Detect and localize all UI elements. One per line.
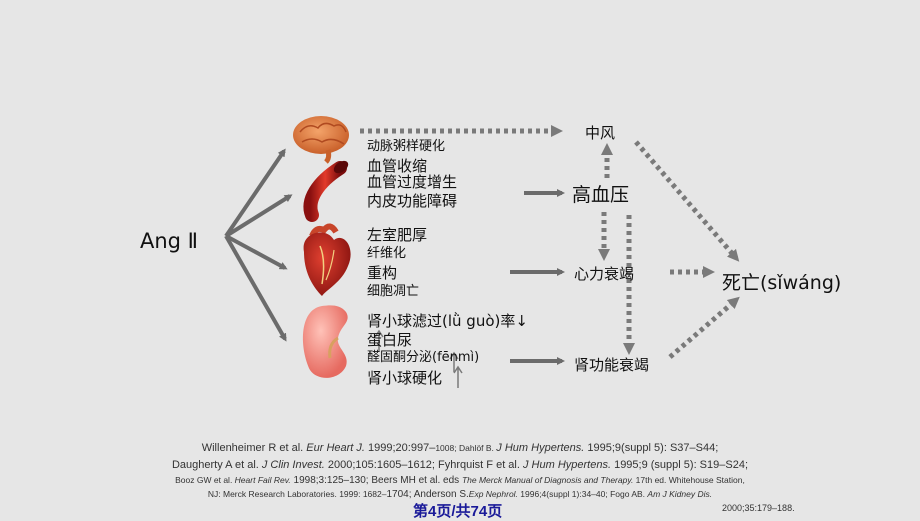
label-atherosclerosis: 动脉粥样硬化 bbox=[367, 139, 446, 154]
arrow-stroke-to-death bbox=[634, 140, 740, 262]
node-death: 死亡(sǐwáng) bbox=[722, 272, 842, 294]
up-arrow-glomerulosclerosis bbox=[453, 365, 463, 388]
blood-vessel-icon bbox=[303, 160, 349, 222]
solid-arrows bbox=[510, 189, 565, 365]
page-number: 第4页/共74页 bbox=[413, 503, 503, 520]
label-vascular-hyperplasia: 血管过度增生 bbox=[367, 173, 458, 191]
node-hypertension: 高血压 bbox=[572, 184, 630, 206]
arrow-to-kidney bbox=[224, 235, 287, 342]
label-apoptosis: 细胞凋亡 bbox=[367, 284, 420, 299]
arrow-to-vessel bbox=[224, 194, 293, 238]
node-renal-failure: 肾功能衰竭 bbox=[574, 356, 650, 374]
label-aldosterone: 醛固酮分泌(fēnmì) bbox=[367, 350, 480, 365]
label-fibrosis: 纤维化 bbox=[367, 246, 407, 261]
reference-line-3: Booz GW et al. Heart Fail Rev. 1998;3:12… bbox=[175, 475, 745, 486]
label-remodeling: 重构 bbox=[367, 264, 398, 282]
node-stroke: 中风 bbox=[585, 124, 616, 142]
label-vasoconstriction: 血管收缩 bbox=[367, 157, 428, 175]
label-lvh: 左室肥厚 bbox=[367, 226, 428, 244]
up-arrows bbox=[374, 329, 463, 388]
ang-ii-label: Ang Ⅱ bbox=[140, 229, 199, 253]
heart-icon bbox=[303, 223, 351, 296]
label-gfr: 肾小球滤过(lǜ guò)率↓ bbox=[367, 312, 528, 330]
arrow-to-brain bbox=[224, 148, 286, 238]
label-glomerulosclerosis: 肾小球硬化 bbox=[367, 369, 443, 387]
dotted-arrows bbox=[360, 125, 740, 359]
node-heart-failure: 心力衰竭 bbox=[574, 265, 635, 283]
up-arrow-proteinuria bbox=[374, 329, 384, 352]
reference-line-4: NJ: Merck Research Laboratories. 1999: 1… bbox=[207, 489, 713, 500]
brain-icon bbox=[293, 116, 349, 164]
label-proteinuria: 蛋白尿 bbox=[367, 331, 413, 349]
arrow-renal-failure-to-death bbox=[668, 296, 740, 359]
label-endothelial-dysfunction: 内皮功能障碍 bbox=[367, 192, 458, 210]
kidney-icon bbox=[302, 305, 348, 378]
reference-line-1: Willenheimer R et al. Eur Heart J. 1999;… bbox=[201, 442, 719, 454]
fan-arrows bbox=[224, 148, 293, 342]
down-arrow-icon: ↓ bbox=[515, 312, 528, 330]
reference-line-5: 2000;35:179–188. bbox=[722, 503, 795, 513]
reference-line-2: Daugherty A et al. J Clin Invest. 2000;1… bbox=[171, 459, 748, 471]
up-arrow-aldosterone bbox=[449, 351, 459, 372]
arrow-to-heart bbox=[225, 234, 288, 270]
